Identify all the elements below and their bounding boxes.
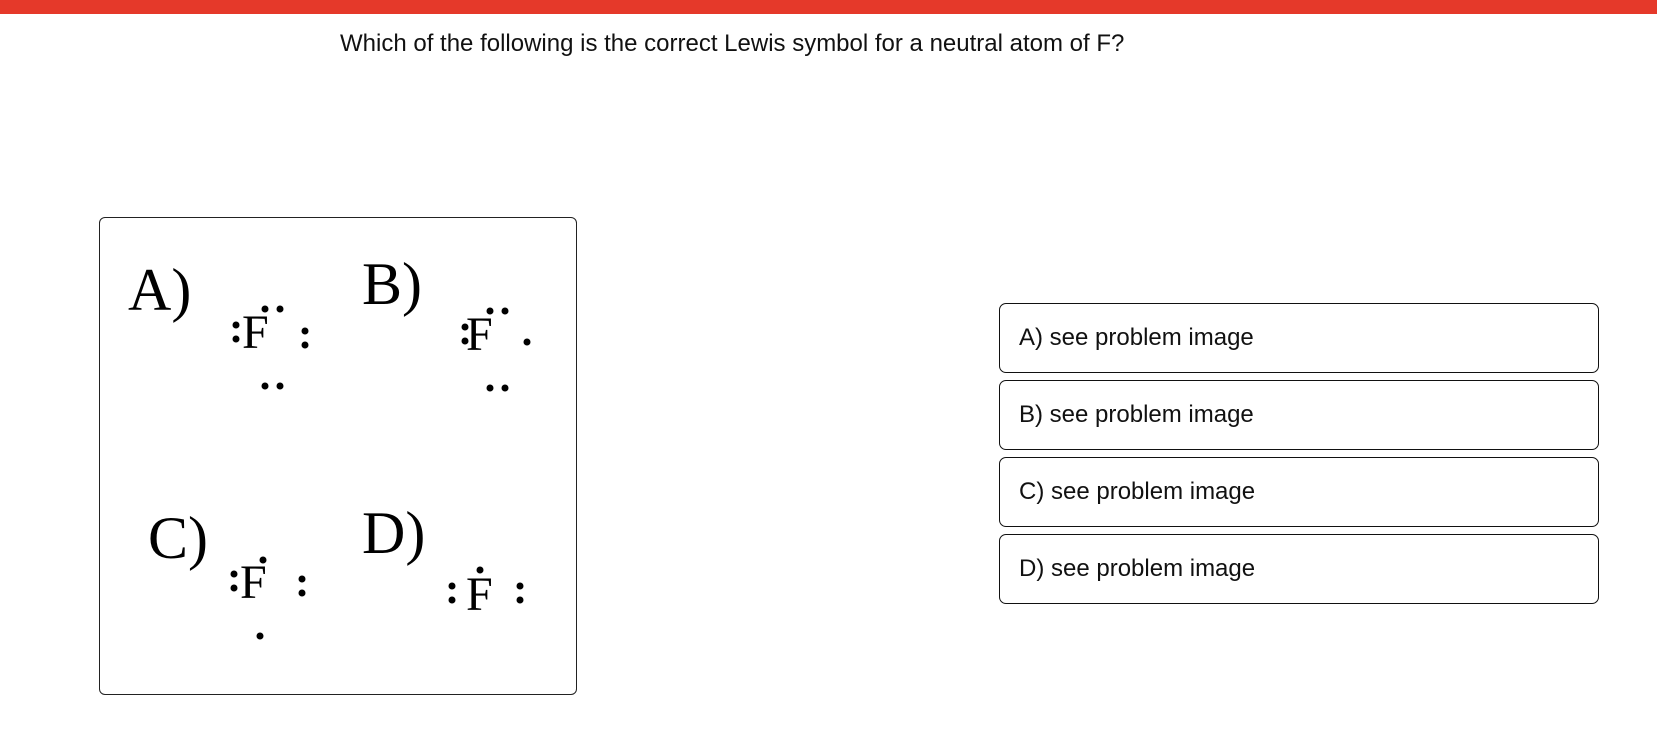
option-c-electron-dots <box>230 556 306 640</box>
answer-choices: A) see problem image B) see problem imag… <box>999 303 1599 611</box>
answer-option-b[interactable]: B) see problem image <box>999 380 1599 450</box>
answer-option-d[interactable]: D) see problem image <box>999 534 1599 604</box>
answer-option-c[interactable]: C) see problem image <box>999 457 1599 527</box>
option-c-symbol: F <box>240 556 267 609</box>
answer-option-a[interactable]: A) see problem image <box>999 303 1599 373</box>
lewis-symbols-figure: A) F B) F C) F <box>128 251 531 640</box>
option-d-electron-dots <box>448 566 524 604</box>
problem-image: A) F B) F C) F <box>99 217 577 695</box>
option-a-electron-dots <box>232 305 309 390</box>
question-text: Which of the following is the correct Le… <box>340 30 1125 57</box>
option-c-label: C) <box>148 505 208 571</box>
option-d-symbol: F <box>466 568 493 621</box>
option-b-label: B) <box>362 251 422 317</box>
option-b-symbol: F <box>466 308 493 361</box>
top-accent-bar <box>0 0 1657 14</box>
option-d-label: D) <box>362 500 425 566</box>
option-a-symbol: F <box>242 306 269 359</box>
option-b-electron-dots <box>461 307 531 392</box>
option-a-label: A) <box>128 257 191 323</box>
